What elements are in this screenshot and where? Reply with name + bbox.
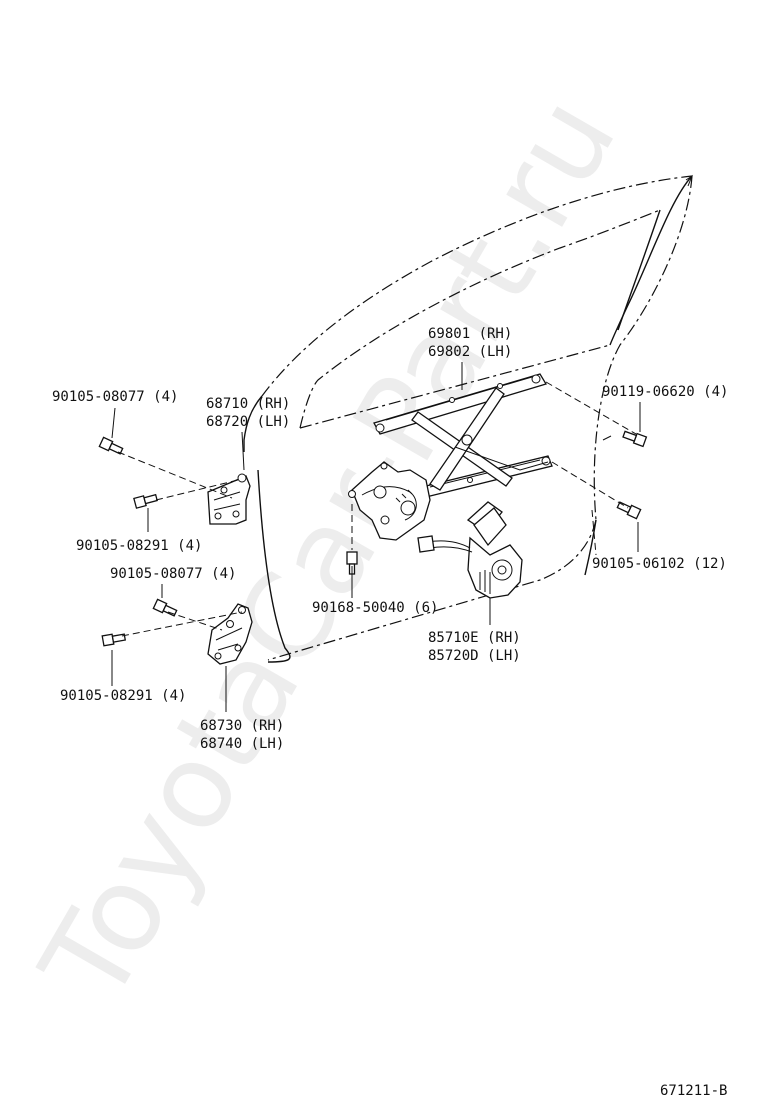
- label-85720D: 85720D (LH): [428, 648, 521, 664]
- part-labels: 69801 (RH) 69802 (LH) 68710 (RH) 68720 (…: [52, 326, 728, 1099]
- label-68730: 68730 (RH): [200, 718, 284, 734]
- label-68740: 68740 (LH): [200, 736, 284, 752]
- label-90105-08077-mid: 90105-08077 (4): [110, 566, 236, 582]
- label-90105-08077-top: 90105-08077 (4): [52, 389, 178, 405]
- label-68720: 68720 (LH): [206, 414, 290, 430]
- door-outline: [243, 174, 694, 663]
- bolt-90105-08291-bot-icon: [101, 633, 127, 647]
- bolt-90105-06102-icon: [616, 501, 642, 520]
- bolt-icons: [98, 430, 648, 647]
- leader-lines: [111, 362, 641, 712]
- lower-hinge: [207, 603, 253, 665]
- label-90105-06102: 90105-06102 (12): [592, 556, 727, 572]
- bolt-90119-06620-icon: [622, 430, 648, 448]
- label-68710: 68710 (RH): [206, 396, 290, 412]
- label-90105-08291-top: 90105-08291 (4): [76, 538, 202, 554]
- upper-hinge: [207, 473, 251, 525]
- label-90119-06620: 90119-06620 (4): [602, 384, 728, 400]
- bolt-90105-08291-top-icon: [133, 493, 158, 509]
- window-motor: [417, 501, 523, 599]
- label-85710E: 85710E (RH): [428, 630, 521, 646]
- window-regulator: [348, 373, 553, 541]
- label-90105-08291-bot: 90105-08291 (4): [60, 688, 186, 704]
- diagram-id: 671211-B: [660, 1083, 727, 1099]
- bolt-90105-08077-mid-icon: [152, 598, 178, 617]
- label-90168-50040: 90168-50040 (6): [312, 600, 438, 616]
- label-69802: 69802 (LH): [428, 344, 512, 360]
- bolt-90105-08077-top-icon: [98, 436, 124, 455]
- label-69801: 69801 (RH): [428, 326, 512, 342]
